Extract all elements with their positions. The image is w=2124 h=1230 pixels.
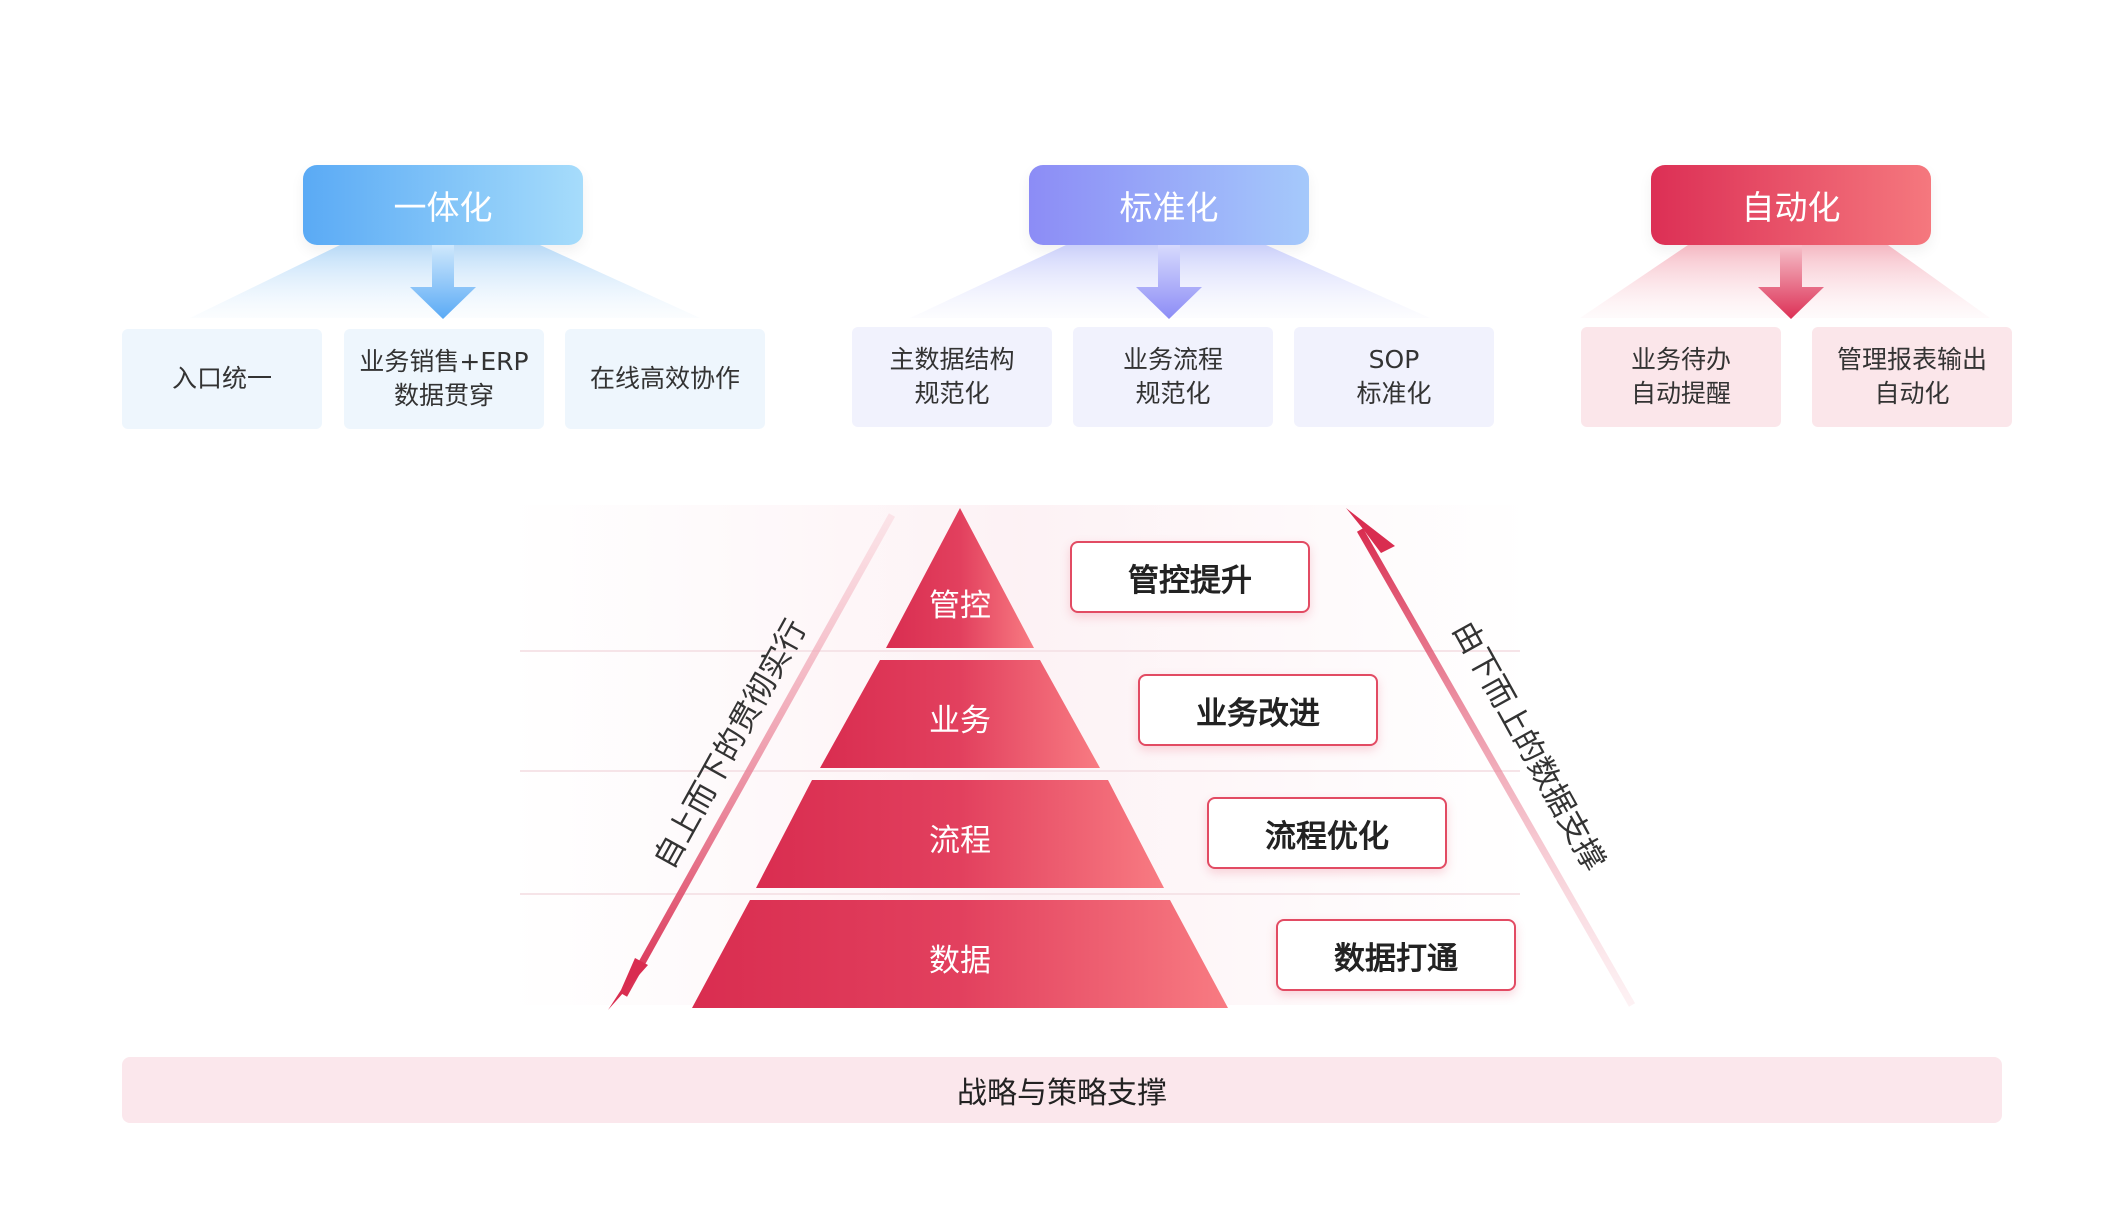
callout-business-improve: 业务改进: [1138, 674, 1378, 746]
strategy-support-bar: 战略与策略支撑: [122, 1057, 2002, 1123]
pyramid-level-process: [756, 780, 1164, 888]
group-title-integration: 一体化: [303, 165, 583, 245]
arrow-down-head-icon: [608, 958, 648, 1010]
level-label-business: 业务: [929, 703, 991, 739]
band-divider: [520, 770, 1520, 772]
band-divider: [520, 650, 1520, 652]
item-sales-erp: 业务销售+ERP 数据贯穿: [344, 329, 544, 429]
pyramid-level-data: [692, 900, 1228, 1008]
arrow-up-head-icon: [1346, 508, 1395, 553]
level-label-control: 管控: [929, 588, 991, 624]
callout-process-optimize: 流程优化: [1207, 797, 1447, 869]
item-report-output: 管理报表输出 自动化: [1812, 327, 2012, 427]
item-master-data: 主数据结构 规范化: [852, 327, 1052, 427]
item-business-process: 业务流程 规范化: [1073, 327, 1273, 427]
down-arrow-icon: [1136, 245, 1202, 319]
pyramid-level-business: [820, 660, 1100, 768]
item-todo-reminder: 业务待办 自动提醒: [1581, 327, 1781, 427]
pyramid-level-control: [886, 508, 1034, 648]
level-label-data: 数据: [929, 943, 991, 979]
right-arrow-line: [1356, 528, 1636, 1007]
item-entry-unified: 入口统一: [122, 329, 322, 429]
down-arrow-icon: [410, 245, 476, 319]
level-label-process: 流程: [929, 823, 991, 859]
down-arrow-icon: [1758, 245, 1824, 319]
group-title-automation: 自动化: [1651, 165, 1931, 245]
group-title-standardization: 标准化: [1029, 165, 1309, 245]
callout-data-connect: 数据打通: [1276, 919, 1516, 991]
item-sop: SOP 标准化: [1294, 327, 1494, 427]
left-arrow-line: [620, 513, 896, 997]
band-divider: [520, 893, 1520, 895]
item-online-collab: 在线高效协作: [565, 329, 765, 429]
callout-control-improve: 管控提升: [1070, 541, 1310, 613]
